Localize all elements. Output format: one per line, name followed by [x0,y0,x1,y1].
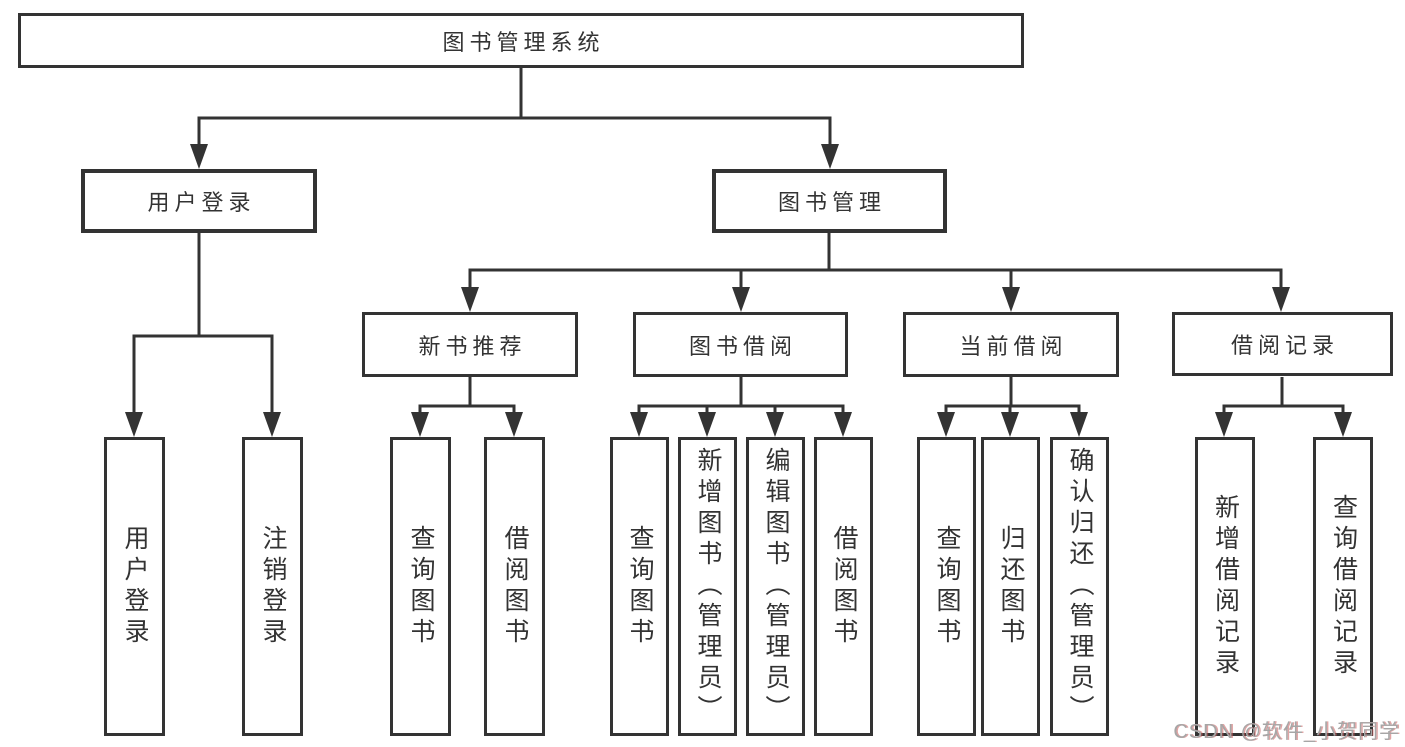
leaf-cb-confirm-return-admin: 确认归还（管理员） [1050,437,1109,736]
leaf-label: 查询图书 [407,524,435,649]
node-book-management-label: 图书管理 [777,190,886,215]
node-book-management: 图书管理 [712,169,947,233]
leaf-user-login: 用户登录 [104,437,165,736]
node-new-book-recommend: 新书推荐 [362,312,578,377]
node-user-login: 用户登录 [81,169,317,233]
leaf-bb-query-books: 查询图书 [610,437,669,736]
leaf-bb-add-books-admin: 新增图书（管理员） [678,437,737,736]
leaf-logout: 注销登录 [242,437,303,736]
node-root: 图书管理系统 [18,13,1024,68]
leaf-bb-borrow-books: 借阅图书 [814,437,873,736]
leaf-label: 编辑图书（管理员） [762,447,790,726]
leaf-label: 借阅图书 [830,524,858,649]
leaf-label: 查询图书 [933,524,961,649]
leaf-label: 新增借阅记录 [1211,493,1240,680]
node-root-label: 图书管理系统 [442,29,605,55]
leaf-nbr-query-books: 查询图书 [390,437,451,736]
leaf-label: 确认归还（管理员） [1066,447,1094,726]
leaf-bb-edit-books-admin: 编辑图书（管理员） [746,437,805,736]
leaf-label: 查询借阅记录 [1329,493,1358,680]
leaf-label: 查询图书 [626,524,654,649]
node-user-login-label: 用户登录 [147,190,256,215]
leaf-cb-query-books: 查询图书 [917,437,976,736]
node-book-borrowing-label: 图书借阅 [688,333,797,359]
node-current-borrowing-label: 当前借阅 [959,333,1068,359]
leaf-label: 新增图书（管理员） [694,447,722,726]
node-book-borrowing: 图书借阅 [633,312,848,377]
leaf-label: 借阅图书 [501,524,529,649]
leaf-cb-return-books: 归还图书 [981,437,1040,736]
node-current-borrowing: 当前借阅 [903,312,1119,377]
leaf-br-add-record: 新增借阅记录 [1195,437,1255,736]
leaf-nbr-borrow-books: 借阅图书 [484,437,545,736]
leaf-br-query-record: 查询借阅记录 [1313,437,1373,736]
node-borrowing-records-label: 借阅记录 [1230,333,1339,358]
leaf-label: 归还图书 [997,524,1025,649]
node-new-book-recommend-label: 新书推荐 [418,333,527,359]
node-borrowing-records: 借阅记录 [1172,312,1393,376]
leaf-label: 用户登录 [121,524,149,649]
leaf-label: 注销登录 [259,524,287,649]
watermark: CSDN @软件_小贺同学 [1173,721,1400,743]
